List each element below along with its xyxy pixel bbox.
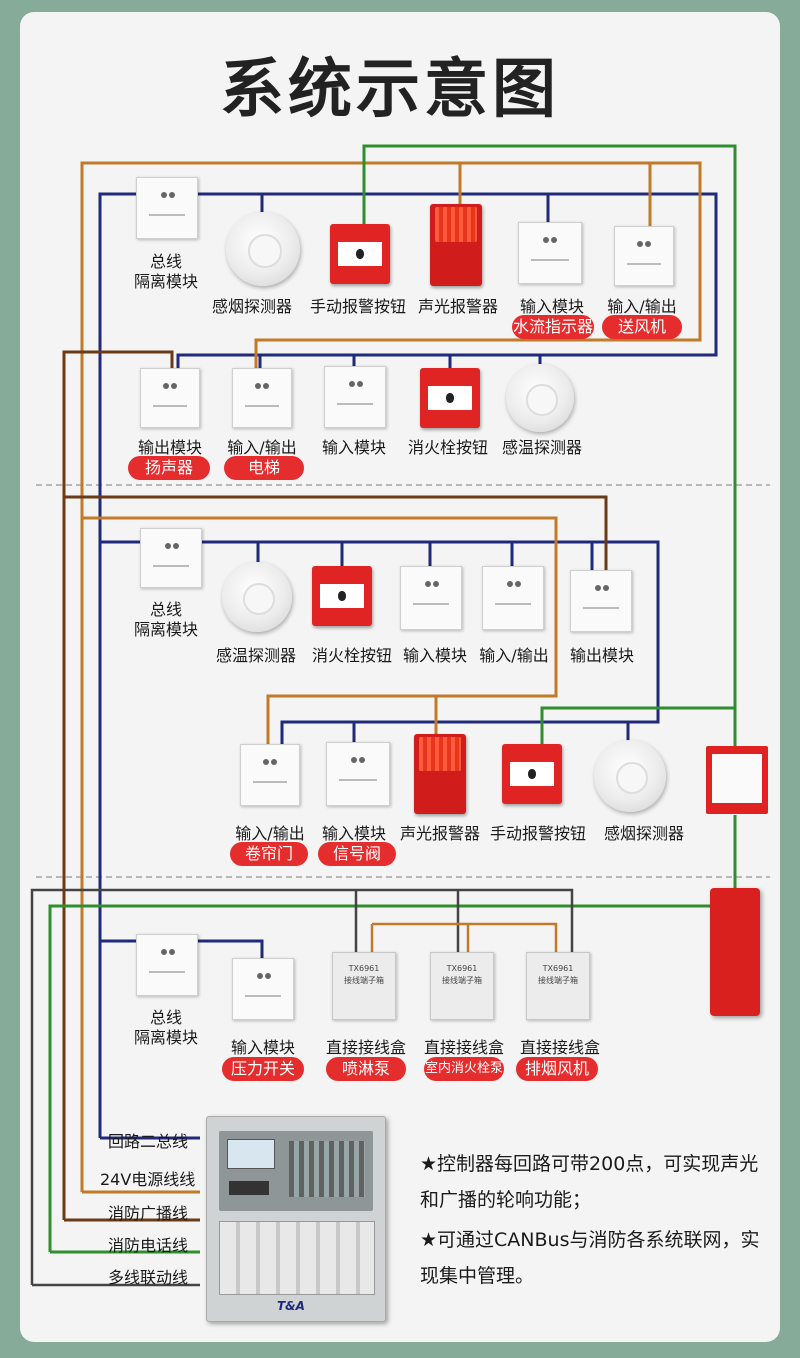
io-module-device: [232, 368, 292, 428]
device-label: 输入/输出: [227, 438, 297, 457]
device-label: 输出模块: [137, 438, 202, 457]
device-label: 输入模块: [230, 1038, 295, 1057]
output-module-device: [570, 570, 632, 632]
input-module-device: [326, 742, 390, 806]
feature-note-2: ★可通过CANBus与消防各系统联网，实现集中管理。: [420, 1229, 760, 1287]
device-label: 感温探测器: [215, 646, 296, 665]
phone-wire: [48, 144, 737, 1254]
device-tag: 扬声器: [128, 456, 210, 480]
bus-label-linkage: 多线联动线: [108, 1268, 189, 1287]
sounder-strobe-device: [414, 734, 466, 814]
device-label: 消火栓按钮: [407, 438, 488, 457]
device-tag: 卷帘门: [230, 842, 308, 866]
device-label: 手动报警按钮: [309, 297, 406, 316]
device-label: 输入模块: [402, 646, 467, 665]
device-label: 声光报警器: [399, 824, 480, 843]
junction-box-device: TX6961 接线端子箱: [526, 952, 590, 1020]
device-tag: 喷淋泵: [326, 1057, 406, 1081]
device-tag: 水流指示器: [512, 315, 594, 339]
device-label: 输入模块: [321, 824, 386, 843]
device-tag: 压力开关: [222, 1057, 304, 1081]
device-label: 直接接线盒: [325, 1038, 406, 1057]
controller-brand: T&A: [277, 1299, 305, 1313]
junction-box-device: TX6961 接线端子箱: [332, 952, 396, 1020]
device-label: 直接接线盒: [423, 1038, 504, 1057]
device-label: 输入模块: [321, 438, 386, 457]
feature-note-1: ★控制器每回路可带200点，可实现声光和广播的轮响功能；: [420, 1153, 759, 1211]
io-module-device: [482, 566, 544, 630]
input-module-device: [518, 222, 582, 284]
device-tag: 信号阀: [318, 842, 396, 866]
linkage-key-panel: [219, 1221, 375, 1295]
junction-box-model: TX6961: [446, 964, 478, 973]
input-module-device: [232, 958, 294, 1020]
linkage-wire: [30, 888, 574, 1287]
junction-power-wire: [370, 922, 558, 952]
io-module-device: [240, 744, 300, 806]
fire-alarm-controller: T&A: [206, 1116, 386, 1322]
heat-detector-device: [222, 562, 292, 632]
device-label: 声光报警器: [417, 297, 498, 316]
bus-label-loop: 回路二总线: [108, 1132, 189, 1151]
smoke-detector-device: [226, 212, 300, 286]
device-label: 隔离模块: [133, 1028, 198, 1047]
manual-alarm-button-device: [502, 744, 562, 804]
hydrant-button-device: [420, 368, 480, 428]
device-label: 总线: [149, 600, 182, 619]
device-tag: 室内消火栓泵: [424, 1057, 504, 1081]
output-module-device: [140, 368, 200, 428]
bus-label-power: 24V电源线线: [100, 1170, 196, 1189]
junction-box-model: TX6961: [542, 964, 574, 973]
device-label: 输入/输出: [479, 646, 549, 665]
keypad: [289, 1141, 365, 1197]
junction-box-name: 接线端子箱: [344, 976, 384, 985]
isolator-module-device: [136, 177, 198, 239]
smoke-detector-device: [594, 740, 666, 812]
device-label: 输入/输出: [235, 824, 305, 843]
device-label: 消火栓按钮: [311, 646, 392, 665]
device-label: 感烟探测器: [603, 824, 684, 843]
junction-box-name: 接线端子箱: [442, 976, 482, 985]
device-label: 总线: [149, 252, 182, 271]
bus-label-broadcast: 消防广播线: [108, 1204, 189, 1223]
device-tag: 送风机: [602, 315, 682, 339]
device-tag: 电梯: [224, 456, 304, 480]
hydrant-button-device: [312, 566, 372, 626]
device-label: 手动报警按钮: [489, 824, 586, 843]
power-wire: [62, 350, 608, 1222]
isolator-module-device: [140, 528, 202, 588]
input-module-device: [324, 366, 386, 428]
device-label: 隔离模块: [133, 620, 198, 639]
heat-detector-device: [506, 364, 574, 432]
device-label: 感烟探测器: [211, 297, 292, 316]
controller-top-panel: [219, 1131, 373, 1211]
lcd-screen: [227, 1139, 275, 1169]
device-label: 感温探测器: [501, 438, 582, 457]
device-label: 输出模块: [569, 646, 634, 665]
junction-box-name: 接线端子箱: [538, 976, 578, 985]
device-label: 输入/输出: [607, 297, 677, 316]
broadcast-wire: [80, 161, 702, 1194]
printer-slot: [229, 1181, 269, 1195]
fire-telephone-device: [710, 888, 760, 1016]
manual-alarm-button-device: [330, 224, 390, 284]
loop-bus-wire: [98, 192, 718, 1140]
bus-label-phone: 消防电话线: [108, 1236, 189, 1255]
junction-box-model: TX6961: [348, 964, 380, 973]
input-module-device: [400, 566, 462, 630]
phone-jack-device: [706, 746, 768, 814]
junction-box-device: TX6961 接线端子箱: [430, 952, 494, 1020]
io-module-device: [614, 226, 674, 286]
device-label: 总线: [149, 1008, 182, 1027]
device-tag: 排烟风机: [516, 1057, 598, 1081]
diagram-title: 系统示意图: [220, 53, 560, 127]
sounder-strobe-device: [430, 204, 482, 286]
device-label: 直接接线盒: [519, 1038, 600, 1057]
device-label: 隔离模块: [133, 272, 198, 291]
isolator-module-device: [136, 934, 198, 996]
device-label: 输入模块: [519, 297, 584, 316]
